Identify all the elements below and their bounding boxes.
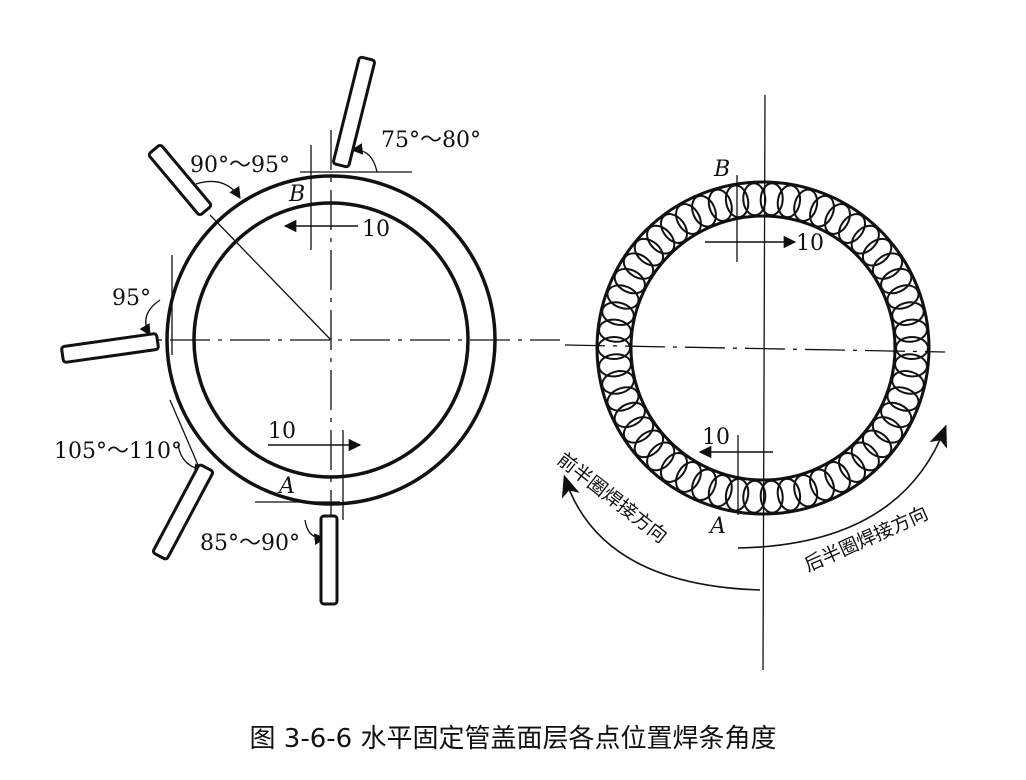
back-half-direction-label: 后半圈焊接方向: [801, 502, 931, 576]
angle-upper-left-label: 90°～95°: [190, 153, 290, 178]
angle-left-label: 95°: [112, 286, 151, 311]
weld-ripple: [598, 353, 632, 378]
weld-ripple: [861, 429, 893, 459]
weld-ripple: [886, 386, 920, 412]
weld-ripple: [606, 284, 640, 310]
right-offset-bottom-label: 10: [702, 425, 730, 450]
weld-ripple: [707, 474, 733, 508]
weld-ripple: [646, 224, 676, 255]
weld-ripple: [622, 252, 655, 280]
weld-ripple: [742, 479, 767, 514]
arc-upper-left: [195, 180, 241, 199]
weld-ripple: [824, 461, 851, 493]
weld-ripple: [613, 401, 646, 429]
weld-ripple: [633, 237, 665, 267]
weld-ripple: [824, 203, 851, 235]
weld-ripple: [809, 194, 835, 228]
front-half-direction-arrow: [561, 474, 761, 591]
electrode-upper-left: [147, 143, 213, 217]
electrode-bottom: [319, 514, 339, 606]
left-point-b-label: B: [288, 182, 305, 207]
weld-ripple: [742, 182, 767, 217]
tangent-lower-left: [169, 399, 199, 466]
right-offset-top-label: 10: [796, 231, 824, 256]
front-half-direction-label: 前半圈焊接方向: [553, 449, 671, 548]
left-offset-bottom-label: 10: [268, 419, 296, 444]
weld-ripple: [675, 203, 702, 235]
left-radial-line: [209, 214, 332, 341]
weld-ripple: [894, 353, 928, 378]
weld-ripple: [793, 188, 819, 222]
weld-ripple: [646, 441, 676, 472]
arc-top: [350, 143, 378, 173]
right-pipe-figure: [561, 94, 947, 671]
weld-ripple: [622, 416, 655, 444]
electrode-left: [60, 332, 160, 364]
weld-ripple: [895, 336, 929, 360]
back-half-direction-arrow: [737, 424, 947, 549]
weld-ripple: [776, 184, 802, 219]
weld-ripple: [809, 468, 835, 502]
left-offset-top-label: 10: [362, 217, 390, 242]
weld-ripple: [724, 477, 750, 512]
weld-ripple: [837, 213, 867, 244]
weld-ripple: [597, 336, 631, 360]
weld-ripple: [691, 194, 717, 228]
weld-ripple: [880, 401, 913, 429]
weld-ripple: [871, 416, 904, 444]
weld-ripples: [597, 182, 929, 514]
electrode-lower-left: [152, 463, 214, 561]
weld-ripple: [659, 452, 689, 483]
angle-top-label: 75°～80°: [381, 128, 481, 153]
weld-ripple: [759, 182, 784, 217]
arc-left: [139, 299, 161, 337]
weld-ripple: [659, 213, 689, 244]
weld-ripple: [776, 477, 802, 512]
left-point-a-label: A: [277, 474, 295, 499]
weld-ripple: [759, 479, 784, 514]
weld-ripple: [861, 237, 893, 267]
weld-ripple: [598, 318, 632, 343]
angle-lower-left-label: 105°～110°: [54, 439, 182, 464]
weld-ripple: [707, 188, 733, 222]
weld-ripple: [886, 284, 920, 310]
figure-caption: 图 3-6-6 水平固定管盖面层各点位置焊条角度: [249, 724, 777, 754]
weld-ripple: [724, 184, 750, 219]
right-vertical-centerline: [762, 94, 766, 671]
weld-ripple: [691, 468, 717, 502]
weld-ripple: [891, 301, 925, 326]
weld-ripple: [891, 370, 925, 395]
right-horizontal-centerline: [564, 344, 946, 353]
weld-ripple: [850, 441, 880, 472]
weld-ripple: [601, 301, 635, 326]
weld-ripple: [871, 252, 904, 280]
weld-ripple: [613, 267, 646, 295]
weld-ripple: [633, 429, 665, 459]
right-point-b-label: B: [713, 157, 730, 182]
weld-ripple: [850, 224, 880, 255]
left-pipe-inner-ring: [192, 201, 470, 479]
left-pipe-outer-ring: [165, 174, 497, 506]
right-point-a-label: A: [708, 514, 726, 539]
weld-ripple: [675, 461, 702, 493]
electrodes: [60, 55, 376, 606]
weld-ripple: [880, 267, 913, 295]
weld-ripple: [837, 452, 867, 483]
weld-ripple: [894, 318, 928, 343]
weld-ripple: [793, 474, 819, 508]
weld-ripple: [606, 386, 640, 412]
electrode-top: [332, 55, 376, 169]
angle-bottom-label: 85°～90°: [200, 531, 300, 556]
weld-ripple: [601, 370, 635, 395]
